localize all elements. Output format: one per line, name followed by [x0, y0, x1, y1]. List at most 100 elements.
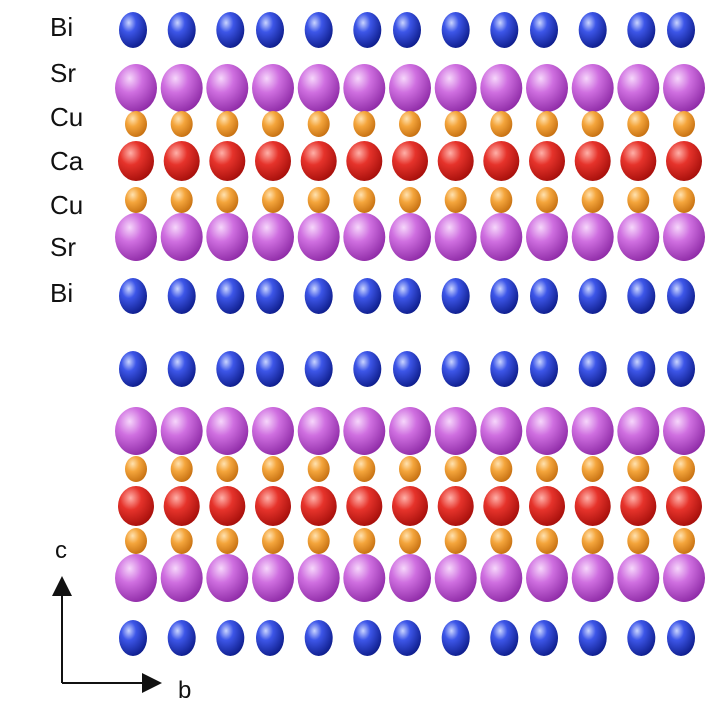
atom-cu — [490, 187, 513, 213]
atom-ca — [209, 486, 246, 526]
atom-bi — [530, 620, 558, 656]
layer-label-sr-bottom: Sr — [50, 232, 76, 262]
atom-ca — [255, 486, 291, 526]
c-axis-label: c — [55, 537, 67, 564]
atom-bi — [167, 278, 196, 314]
atom-ca — [392, 486, 428, 526]
atom-cu — [125, 528, 147, 554]
atom-sr — [480, 407, 523, 455]
atom-ca — [574, 486, 611, 526]
atom-bi — [441, 12, 470, 48]
atom-sr — [389, 213, 431, 261]
atom-sr — [206, 554, 249, 602]
atom-bi — [216, 12, 245, 48]
axes-indicator: c b — [52, 537, 191, 704]
atom-cu — [353, 111, 376, 137]
atom-cu — [627, 528, 650, 554]
atom-sr — [434, 213, 477, 261]
atom-cu — [673, 456, 695, 482]
atom-sr — [343, 64, 386, 112]
atom-cu — [399, 111, 421, 137]
atom-cu — [581, 111, 604, 137]
layer-label-bi-bottom: Bi — [50, 278, 73, 308]
atom-cu — [399, 528, 421, 554]
atom-sr — [252, 554, 294, 602]
atom-bi — [490, 351, 519, 387]
atom-sr — [115, 407, 157, 455]
atom-bi — [304, 351, 333, 387]
atom-sr — [297, 407, 340, 455]
atom-sr — [526, 554, 568, 602]
atom-cu — [490, 456, 513, 482]
atom-cu — [581, 187, 604, 213]
atom-sr — [297, 213, 340, 261]
atom-bi — [530, 12, 558, 48]
atom-sr — [571, 554, 614, 602]
atom-ca — [118, 141, 154, 181]
atom-sr — [115, 554, 157, 602]
atom-bi — [216, 351, 245, 387]
atom-cu — [170, 187, 193, 213]
atom-ca — [437, 486, 474, 526]
atom-ca — [346, 141, 383, 181]
atom-bi — [353, 278, 382, 314]
atom-ca — [346, 486, 383, 526]
atom-cu — [444, 528, 467, 554]
atom-cu — [353, 528, 376, 554]
atom-sr — [480, 64, 523, 112]
atom-sr — [526, 64, 568, 112]
atom-bi — [119, 12, 147, 48]
atom-bi — [393, 278, 421, 314]
atom-bi — [667, 351, 695, 387]
atom-bi — [256, 278, 284, 314]
atom-sr — [389, 64, 431, 112]
atom-bi — [627, 620, 656, 656]
atom-cu — [399, 187, 421, 213]
atom-sr — [297, 554, 340, 602]
atom-cu — [307, 187, 330, 213]
atom-cu — [216, 111, 239, 137]
atom-sr — [480, 213, 523, 261]
atom-ca — [300, 486, 337, 526]
atom-bi — [578, 12, 607, 48]
atom-sr — [160, 407, 203, 455]
atom-sr — [343, 407, 386, 455]
atom-bi — [119, 278, 147, 314]
atom-ca — [209, 141, 246, 181]
atom-ca — [300, 141, 337, 181]
atom-bi — [167, 12, 196, 48]
atom-ca — [620, 141, 657, 181]
layer-label-bi-top: Bi — [50, 12, 73, 42]
atom-cu — [627, 187, 650, 213]
layer-label-cu-bottom: Cu — [50, 190, 83, 220]
layer-labels: Bi Sr Cu Ca Cu Sr Bi — [50, 12, 84, 308]
atom-sr — [663, 407, 705, 455]
atom-cu — [262, 111, 284, 137]
atom-cu — [353, 187, 376, 213]
atom-ca — [529, 486, 565, 526]
atom-sr — [434, 407, 477, 455]
atom-ca — [392, 141, 428, 181]
atom-bi — [216, 278, 245, 314]
atom-sr — [571, 213, 614, 261]
atom-cu — [262, 187, 284, 213]
atom-cu — [536, 528, 558, 554]
atom-bi — [119, 351, 147, 387]
atom-cu — [490, 528, 513, 554]
atom-cu — [262, 456, 284, 482]
atom-bi — [167, 351, 196, 387]
atom-ca — [483, 486, 520, 526]
atom-bi — [304, 12, 333, 48]
atom-sr — [571, 407, 614, 455]
atom-bi — [119, 620, 147, 656]
atom-cu — [307, 456, 330, 482]
atom-ca — [666, 141, 702, 181]
atom-cu — [444, 111, 467, 137]
atom-bi — [530, 351, 558, 387]
atom-bi — [256, 620, 284, 656]
atom-bi — [353, 351, 382, 387]
atom-cu — [536, 187, 558, 213]
atom-cu — [581, 456, 604, 482]
atom-sr — [434, 64, 477, 112]
